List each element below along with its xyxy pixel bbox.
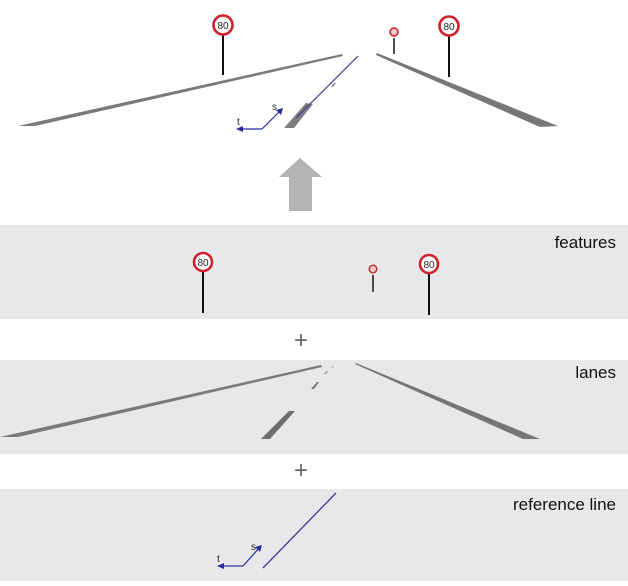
compose-arrow bbox=[0, 155, 628, 215]
composite-scene-drawing: 80 80 t s bbox=[18, 14, 558, 132]
speed-sign: 80 bbox=[418, 253, 440, 275]
lane-center-dash bbox=[331, 366, 334, 368]
s-arrowhead bbox=[255, 545, 262, 552]
lane-center-dash bbox=[311, 382, 319, 389]
lanes-drawing bbox=[0, 363, 540, 439]
s-arrowhead bbox=[276, 108, 283, 115]
reference-line-panel: reference line t s bbox=[0, 489, 628, 581]
lane-edge-left bbox=[18, 54, 343, 126]
reference-line bbox=[295, 55, 359, 119]
speed-sign: 80 bbox=[192, 251, 214, 273]
t-axis-label: t bbox=[217, 554, 220, 565]
speed-sign: 80 bbox=[212, 14, 234, 36]
lane-edge-right bbox=[355, 363, 540, 439]
lane-edge-left bbox=[0, 365, 322, 437]
composite-scene: 80 80 t s bbox=[0, 0, 628, 140]
plus-operator: + bbox=[293, 457, 308, 484]
lane-center-dash bbox=[261, 411, 295, 439]
lanes-panel: lanes bbox=[0, 360, 628, 454]
plus-operator: + bbox=[293, 327, 308, 354]
speed-sign-value: 80 bbox=[217, 21, 229, 32]
t-arrowhead bbox=[236, 126, 243, 132]
features-drawing: 80 80 bbox=[192, 251, 440, 315]
speed-sign: 80 bbox=[438, 15, 460, 37]
st-axes: t s bbox=[217, 542, 262, 569]
lane-center-dash bbox=[324, 371, 328, 374]
small-sign bbox=[389, 27, 399, 37]
small-sign bbox=[368, 264, 378, 274]
lane-center-dash bbox=[331, 83, 336, 87]
s-axis-label: s bbox=[251, 542, 256, 553]
t-arrowhead bbox=[217, 563, 224, 569]
st-axes: t s bbox=[236, 102, 283, 132]
s-axis-label: s bbox=[272, 102, 277, 113]
features-label: features bbox=[554, 233, 616, 252]
reference-line bbox=[262, 492, 337, 569]
speed-sign-value: 80 bbox=[197, 258, 209, 269]
speed-sign-value: 80 bbox=[443, 22, 455, 33]
features-panel: features 80 80 bbox=[0, 225, 628, 319]
lanes-label: lanes bbox=[575, 363, 616, 382]
up-arrow-icon bbox=[279, 158, 322, 211]
t-axis-label: t bbox=[237, 117, 240, 128]
lane-edge-right bbox=[376, 53, 558, 127]
reference-line-label: reference line bbox=[512, 495, 616, 514]
reference-line-drawing: t s bbox=[217, 492, 337, 569]
speed-sign-value: 80 bbox=[423, 260, 435, 271]
